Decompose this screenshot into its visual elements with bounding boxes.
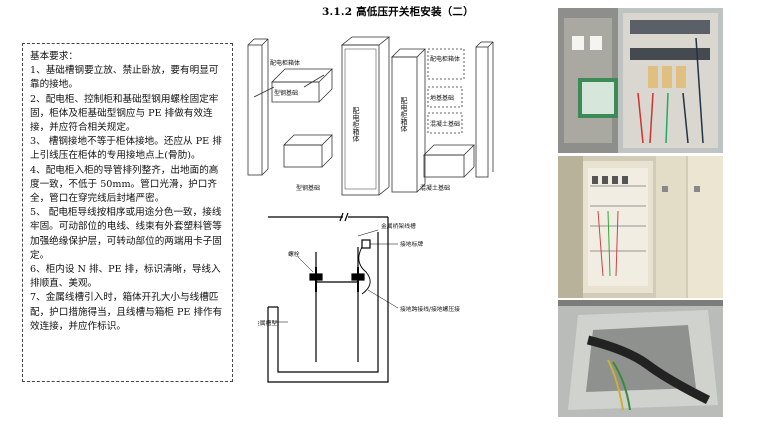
cabinet-installation-diagram: 配电柜箱体 型钢基础 配电柜箱体 配电柜箱体 配电柜箱体 地基基础 混凝土基础 … xyxy=(247,36,494,196)
label-base-steel: 型钢基础 xyxy=(274,89,298,97)
label-cabinet-body: 配电柜箱体 xyxy=(400,97,408,133)
requirement-item: 3、 槽钢接地不等于柜体接地。还应从 PE 排上引线压在柜体的专用接地点上(骨肋… xyxy=(30,136,222,162)
cable-tray-entry-photo xyxy=(558,300,723,417)
label-cabinet-box: 配电柜箱体 xyxy=(270,59,300,67)
label-ground-base: 地基基础 xyxy=(430,94,454,102)
requirement-item: 1、基础槽钢要立放、禁止卧放，要有明显可靠的接地。 xyxy=(30,65,219,91)
switchgear-cabinet-photo xyxy=(558,156,723,298)
label-cable-tray: 金属桥架线槽 xyxy=(381,222,416,230)
label-steel-base: 型钢基础 xyxy=(296,184,320,192)
requirement-item: 5、 配电柜导线按相序或用途分色一致，接线牢固。可动部位的电线、线束有外套塑料管… xyxy=(30,207,222,261)
page-title: 3.1.2 高低压开关柜安装（二） xyxy=(322,6,474,18)
cable-tray-section-diagram: 金属桥架线槽 螺栓 接地标牌 金属槽型 接地跨接线/接地螺压接 xyxy=(258,212,460,383)
requirements-heading: 基本要求： xyxy=(30,51,78,62)
requirements-box: 基本要求： 1、基础槽钢要立放、禁止卧放，要有明显可靠的接地。 2、配电柜、控制… xyxy=(22,43,233,382)
label-cabinet-box: 配电柜箱体 xyxy=(430,55,460,63)
requirement-item: 2、配电柜、控制柜和基础型钢用螺栓固定牢固，柜体及柜基础型钢应与 PE 排做有效… xyxy=(30,93,219,134)
electrical-panel-photo xyxy=(558,8,723,153)
label-bond-wire: 接地跨接线/接地螺压接 xyxy=(400,305,460,313)
requirement-item: 4、配电柜入柜的导管排列整齐，出地面的高度一致，不低于 50mm。管口光滑，护口… xyxy=(30,164,219,205)
requirement-item: 6、柜内设 N 排、PE 排，标识清晰，导线入排顺直、美观。 xyxy=(30,264,221,290)
label-cabinet-body: 配电柜箱体 xyxy=(352,107,360,143)
label-concrete-base: 混凝土基础 xyxy=(420,184,450,192)
label-concrete-base: 混凝土基础 xyxy=(430,120,460,128)
label-metal-trunk: 金属槽型 xyxy=(258,319,277,327)
requirement-item: 7、金属线槽引入时，箱体开孔大小与线槽匹配，护口措施得当，且线槽与箱柜 PE 排… xyxy=(30,292,223,332)
label-ground-mark: 接地标牌 xyxy=(400,240,423,248)
label-bolt: 螺栓 xyxy=(288,250,300,258)
